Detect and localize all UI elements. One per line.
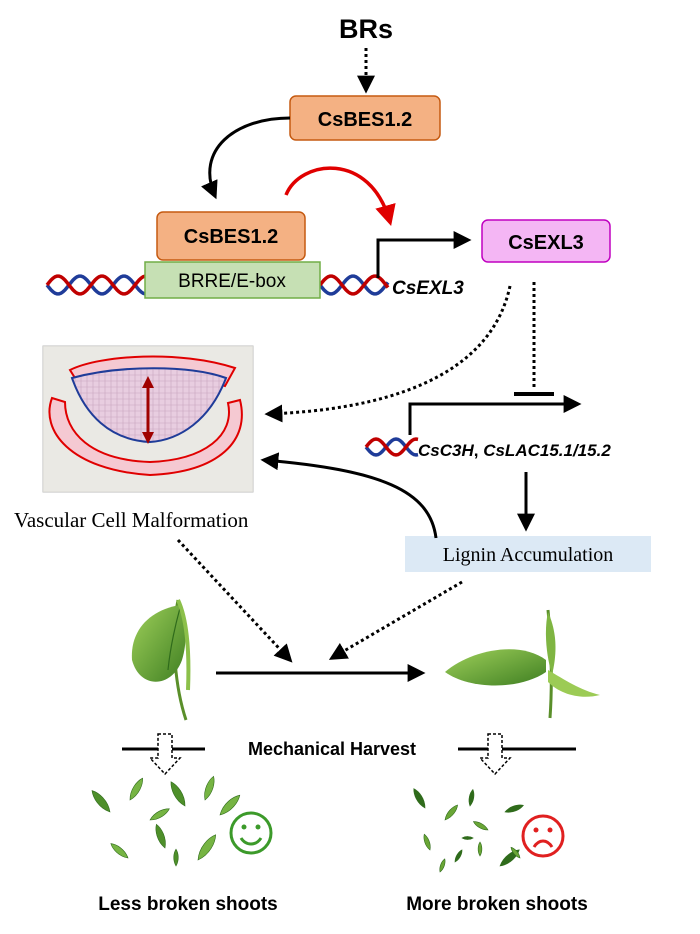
dna-strand-red — [45, 274, 146, 296]
dna-strand-blue — [364, 437, 419, 457]
promoter-label: BRRE/E-box — [178, 271, 286, 292]
outcome-right-label: More broken shoots — [406, 894, 588, 915]
target-genes-label: CsC3H, CsLAC15.1/15.2 — [418, 441, 611, 460]
harvest-arrow-left — [148, 733, 182, 776]
sad-face-icon — [521, 814, 565, 858]
young-shoot-icon — [131, 599, 191, 721]
broken-shoot-fragment — [468, 788, 475, 807]
shoot-fragment — [129, 777, 143, 801]
target-gene-lac: CsLAC15.1/15.2 — [483, 441, 611, 460]
promoter-box — [144, 261, 321, 299]
exl3-to-vascular-arrow — [264, 285, 512, 423]
broken-shoot-fragment — [504, 804, 524, 813]
broken-shoot-fragment — [472, 821, 489, 831]
lignin-label: Lignin Accumulation — [443, 544, 614, 566]
harvest-label: Mechanical Harvest — [248, 739, 416, 759]
product-box — [481, 219, 611, 263]
target-dna-helix — [364, 437, 419, 457]
activation-arrow — [284, 166, 396, 227]
lignin-to-growth-arrow — [328, 580, 463, 660]
dna-strand-blue — [45, 274, 146, 296]
vascular-to-growth-arrow — [176, 538, 293, 663]
bound-protein-label: CsBES1.2 — [184, 226, 279, 248]
dna-strand-red — [364, 437, 419, 457]
shoot-fragment — [110, 843, 129, 859]
smiley-face-icon — [229, 811, 273, 855]
target-gene-separator: , — [474, 441, 483, 460]
shoot-fragment — [170, 781, 186, 807]
product-label: CsEXL3 — [508, 232, 584, 254]
shoot-fragment — [149, 808, 170, 821]
shoot-fragment — [173, 848, 179, 867]
signal-label: BRs — [339, 14, 393, 44]
harvest-arrow-right — [478, 733, 512, 776]
mature-shoot-icon — [445, 609, 600, 719]
broken-shoot-fragment — [454, 849, 463, 863]
broken-shoot-fragment — [510, 846, 521, 859]
shoot-fragment — [155, 823, 166, 849]
harvested-shoots-left — [91, 775, 241, 867]
harvested-shoots-right — [413, 788, 524, 873]
broken-shoot-fragment — [423, 833, 431, 851]
broken-shoot-fragment — [444, 804, 458, 821]
outcome-left-label: Less broken shoots — [98, 894, 278, 915]
shoot-fragment — [219, 794, 241, 816]
shoot-fragment — [197, 834, 216, 861]
gene-label: CsEXL3 — [392, 278, 464, 299]
protein-binding-arrow — [201, 116, 291, 200]
vascular-section-image — [42, 345, 254, 493]
lignin-to-vascular-arrow — [260, 452, 438, 539]
target-gene-c3h: CsC3H — [418, 441, 474, 460]
broken-shoot-fragment — [477, 841, 483, 857]
bound-protein-box — [156, 211, 306, 261]
shoot-fragment — [204, 775, 215, 801]
dna-strand-blue — [318, 274, 390, 296]
broken-shoot-fragment — [461, 836, 474, 840]
target-transcription-arrow — [408, 395, 582, 435]
shoot-fragment — [91, 790, 111, 813]
broken-shoot-fragment — [499, 849, 520, 867]
transcription-arrow — [376, 231, 472, 278]
lignin-box — [405, 536, 651, 572]
broken-shoot-fragment — [413, 788, 426, 809]
top-protein-label: CsBES1.2 — [318, 109, 413, 131]
broken-shoot-fragment — [439, 858, 446, 873]
vascular-label: Vascular Cell Malformation — [14, 508, 249, 532]
